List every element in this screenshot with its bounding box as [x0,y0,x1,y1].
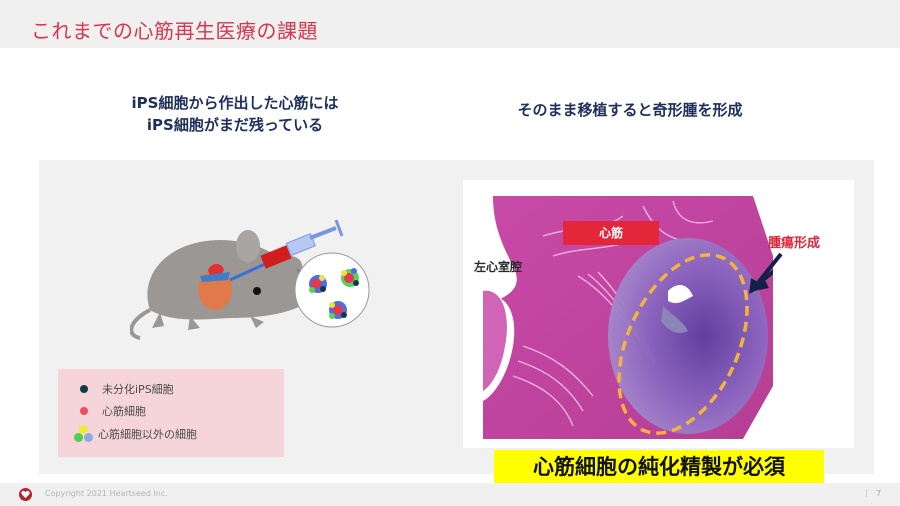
slide-title: これまでの心筋再生医療の課題 [31,19,318,43]
legend-item-cardiomyocyte: 心筋細胞 [80,403,146,419]
tumor-arrow-icon [749,252,783,294]
tumor-label: 腫瘍形成 [768,236,821,251]
heart-icon [198,264,232,310]
page-number: 7 [876,489,882,498]
left-ventricle-label: 左心室腔 [474,260,523,274]
copyright-text: Copyright 2021 Heartseed Inc. [45,489,168,498]
legend-label: 未分化iPS細胞 [102,383,174,396]
title-bar: これまでの心筋再生医療の課題 [0,0,900,48]
cell-cluster-icon [294,252,370,328]
legend-item-undifferentiated-ips: 未分化iPS細胞 [80,381,174,397]
syringe-icon [229,219,344,282]
left-heading-line1: iPS細胞から作出した心筋には [131,94,339,112]
left-heading: iPS細胞から作出した心筋には iPS細胞がまだ残っている [90,92,380,136]
page-separator: | [865,488,868,497]
left-heading-line2: iPS細胞がまだ残っている [146,116,324,134]
multicolor-cells-icon [74,425,94,443]
footer: Copyright 2021 Heartseed Inc. | 7 [0,483,900,506]
mouse-illustration [129,210,380,350]
legend-label: 心筋細胞以外の細胞 [98,428,197,441]
legend-item-other-cells: 心筋細胞以外の細胞 [74,425,197,443]
red-cell-icon [80,407,88,415]
myocardium-label: 心筋 [563,221,659,245]
legend: 未分化iPS細胞 心筋細胞 心筋細胞以外の細胞 [58,369,284,457]
legend-label: 心筋細胞 [102,405,146,418]
tumor-outline [617,253,749,435]
dark-cell-icon [80,385,88,393]
callout-banner: 心筋細胞の純化精製が必須 [494,450,824,485]
right-heading: そのまま移植すると奇形腫を形成 [517,101,743,119]
heart-logo-icon [19,488,32,501]
histology-image [483,196,773,439]
